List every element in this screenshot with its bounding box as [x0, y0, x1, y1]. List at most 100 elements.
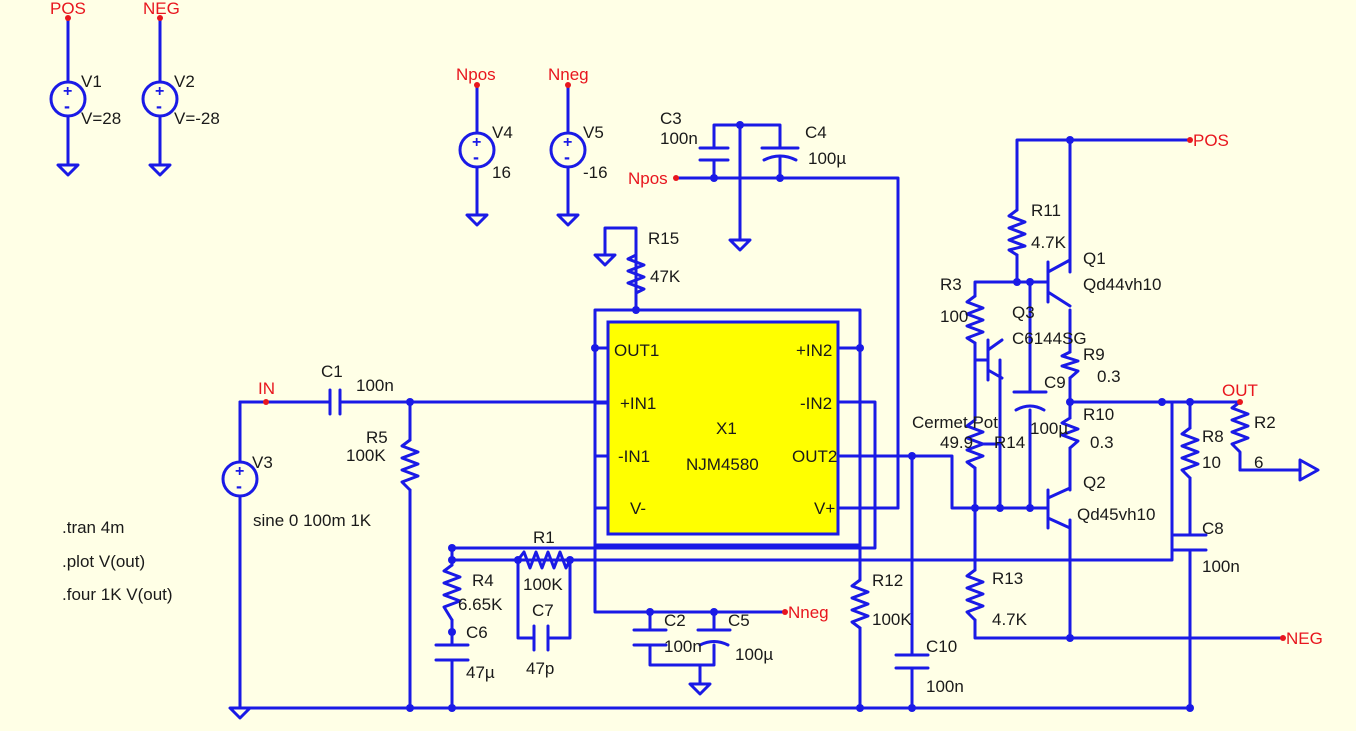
c4-value: 100µ [808, 149, 846, 168]
load-arrow-icon [1298, 458, 1320, 482]
r8-value: 10 [1202, 453, 1221, 472]
r15-value: 47K [650, 267, 681, 286]
ic-labels: OUT1 +IN1 -IN1 V- +IN2 -IN2 OUT2 V+ X1 N… [614, 341, 837, 518]
r14-name: R14 [994, 433, 1025, 452]
net-label-npos-c3: Npos [628, 169, 668, 188]
capacitor-icon [632, 628, 668, 647]
resistor-icon [965, 294, 985, 345]
c9-value: 100µ [1030, 419, 1068, 438]
resistor-icon [516, 550, 572, 570]
net-label-in: IN [258, 379, 275, 398]
v1-name: V1 [81, 72, 102, 91]
r8-name: R8 [1202, 427, 1224, 446]
c7-name: C7 [532, 601, 554, 620]
c10-value: 100n [926, 677, 964, 696]
c10-name: C10 [926, 637, 957, 656]
pnp-transistor-icon [1028, 486, 1072, 530]
ic-body[interactable] [606, 320, 840, 536]
svg-text:-: - [564, 147, 570, 167]
r11-name: R11 [1031, 201, 1061, 220]
r14-value: 49.9 [940, 433, 973, 452]
svg-text:-: - [64, 96, 70, 116]
net-label-nneg: Nneg [548, 65, 589, 84]
q2-name: Q2 [1083, 473, 1106, 492]
q1-value: Qd44vh10 [1083, 275, 1161, 294]
ic-pin-vneg: V- [630, 499, 646, 518]
c3-value: 100n [660, 129, 698, 148]
svg-text:+: + [155, 83, 164, 100]
r3-value: 100 [940, 307, 968, 326]
r13-name: R13 [992, 569, 1023, 588]
ic-name: X1 [716, 419, 737, 438]
net-label-out: OUT [1222, 381, 1258, 400]
voltage-source-icon: +- [141, 80, 179, 118]
r9-name: R9 [1083, 345, 1105, 364]
c3-name: C3 [660, 109, 682, 128]
capacitor-icon [532, 624, 550, 652]
npn-transistor-icon [1033, 258, 1072, 308]
voltage-source-symbols: +- +- +- +- +- [49, 80, 587, 498]
net-label-neg-right: NEG [1286, 629, 1323, 648]
capacitor-icon [1012, 390, 1048, 412]
resistor-icon [626, 253, 646, 295]
c8-name: C8 [1202, 519, 1224, 538]
r1-value: 100K [523, 575, 563, 594]
r15-name: R15 [648, 229, 679, 248]
r10-name: R10 [1083, 405, 1114, 424]
v5-name: V5 [583, 123, 604, 142]
ic-pin-vpos: V+ [814, 499, 835, 518]
c1-value: 100n [356, 376, 394, 395]
ic-pin-in2p: +IN2 [796, 341, 832, 360]
capacitor-icon [894, 653, 930, 670]
svg-text:-: - [156, 96, 162, 116]
ground-icon [148, 163, 172, 177]
q2-value: Qd45vh10 [1077, 505, 1155, 524]
r2-value: 6 [1254, 453, 1263, 472]
capacitor-icon [760, 146, 800, 162]
ground-icon [556, 213, 580, 227]
q3-name: Q3 [1012, 303, 1035, 322]
c4-name: C4 [805, 123, 827, 142]
svg-text:+: + [563, 134, 572, 151]
resistor-icon [965, 568, 985, 622]
resistor-icon [850, 578, 870, 630]
c7-value: 47p [526, 659, 554, 678]
resistor-icon [442, 563, 462, 622]
voltage-source-icon: +- [221, 460, 259, 498]
net-label-nneg-c2: Nneg [788, 603, 829, 622]
c6-name: C6 [466, 623, 488, 642]
directive-four: .four 1K V(out) [62, 585, 173, 604]
v4-name: V4 [492, 123, 513, 142]
v1-value: V=28 [81, 109, 121, 128]
capacitor-icon [698, 146, 730, 162]
c5-name: C5 [728, 611, 750, 630]
v2-name: V2 [174, 72, 195, 91]
ground-icon [465, 213, 489, 227]
ground-icon [728, 238, 752, 252]
net-label-pos: POS [50, 0, 86, 18]
ic-pin-out2: OUT2 [792, 447, 837, 466]
voltage-source-icon: +- [49, 80, 87, 118]
c8-value: 100n [1202, 557, 1240, 576]
ic-pin-out1: OUT1 [614, 341, 659, 360]
component-labels: V1 V=28 V2 V=-28 V4 16 V5 -16 V3 sine 0 … [81, 72, 1276, 696]
c9-name: C9 [1044, 373, 1066, 392]
svg-text:-: - [236, 476, 242, 496]
svg-text:+: + [235, 463, 244, 480]
r4-value: 6.65K [458, 595, 503, 614]
v2-value: V=-28 [174, 109, 220, 128]
c6-value: 47µ [466, 663, 495, 682]
ground-symbols [56, 163, 1320, 720]
resistor-icon [1007, 208, 1027, 257]
spice-directives: .tran 4m .plot V(out) .four 1K V(out) [62, 518, 173, 604]
svg-text:+: + [63, 83, 72, 100]
ground-icon [228, 706, 252, 720]
r1-name: R1 [533, 528, 555, 547]
ic-pin-in1n: -IN1 [618, 447, 650, 466]
svg-text:+: + [472, 134, 481, 151]
c2-value: 100n [664, 637, 702, 656]
resistor-icon [400, 438, 420, 492]
net-label-npos: Npos [456, 65, 496, 84]
r9-value: 0.3 [1097, 367, 1121, 386]
npn-transistor-icon [973, 338, 1004, 382]
